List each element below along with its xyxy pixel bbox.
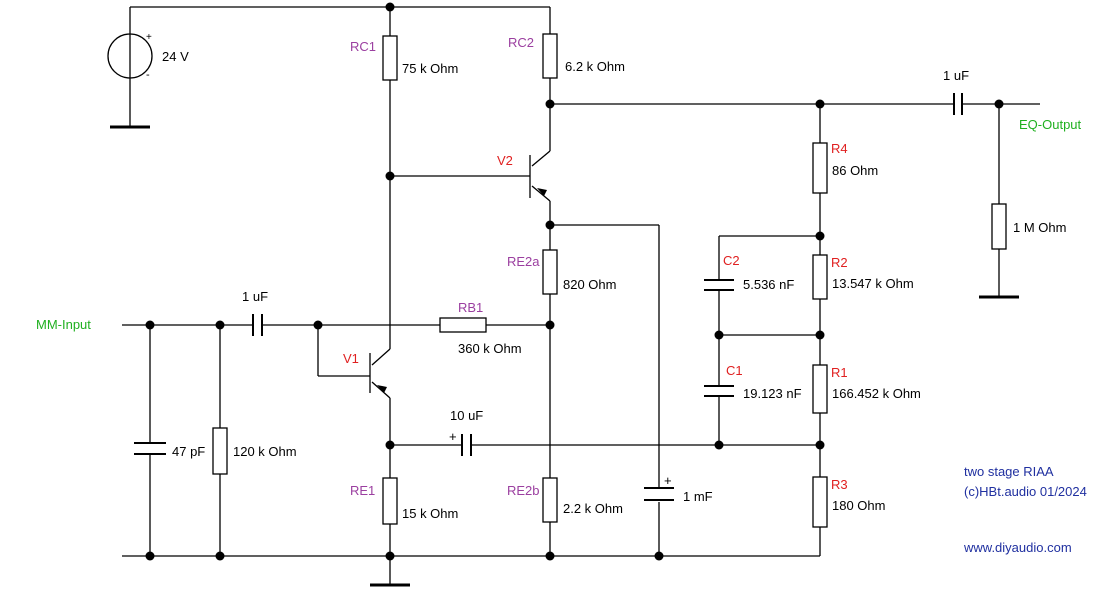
label-v2: V2	[497, 153, 513, 168]
label-r1: R1	[831, 365, 848, 380]
value-re2a: 820 Ohm	[563, 277, 616, 292]
value-rout: 1 M Ohm	[1013, 220, 1066, 235]
value-c1: 19.123 nF	[743, 386, 802, 401]
bypass-cap-plus: +	[664, 473, 672, 488]
resistor-rb1	[439, 317, 487, 333]
value-re1: 15 k Ohm	[402, 506, 458, 521]
value-cin: 1 uF	[242, 289, 268, 304]
capacitor-feedback: +	[449, 429, 472, 456]
note-copyright: (c)HBt.audio 01/2024	[964, 484, 1087, 499]
value-r3: 180 Ohm	[832, 498, 885, 513]
capacitor-c1	[704, 385, 734, 397]
value-cout: 1 uF	[943, 68, 969, 83]
value-re2b: 2.2 k Ohm	[563, 501, 623, 516]
capacitor-c2	[704, 279, 734, 291]
label-c1: C1	[726, 363, 743, 378]
capacitor-input	[252, 314, 263, 336]
label-r3: R3	[831, 477, 848, 492]
resistor-re2b	[542, 477, 558, 523]
resistor-re1	[382, 477, 398, 525]
label-c2: C2	[723, 253, 740, 268]
label-r2: R2	[831, 255, 848, 270]
capacitor-bypass: +	[644, 473, 674, 501]
resistor-r1	[812, 364, 828, 414]
value-cbypass: 1 mF	[683, 489, 713, 504]
capacitor-47pf	[134, 442, 166, 455]
resistor-rc2	[542, 33, 558, 79]
v1-emitter-arrow	[377, 385, 387, 393]
value-r2: 13.547 k Ohm	[832, 276, 914, 291]
value-r4: 86 Ohm	[832, 163, 878, 178]
resistor-r2	[812, 254, 828, 300]
label-rc2: RC2	[508, 35, 534, 50]
label-v1: V1	[343, 351, 359, 366]
source-plus: +	[146, 32, 152, 43]
value-r1: 166.452 k Ohm	[832, 386, 921, 401]
capacitor-output	[953, 93, 963, 115]
value-47pf: 47 pF	[172, 444, 205, 459]
value-cfb: 10 uF	[450, 408, 483, 423]
label-mm-input: MM-Input	[36, 317, 91, 332]
value-rc1: 75 k Ohm	[402, 61, 458, 76]
voltage-source-24v: + - 24 V	[107, 32, 189, 81]
note-site: www.diyaudio.com	[963, 540, 1072, 555]
label-rc1: RC1	[350, 39, 376, 54]
label-re2a: RE2a	[507, 254, 540, 269]
v2-emitter-arrow	[537, 188, 547, 196]
resistor-rin	[212, 427, 228, 475]
source-minus: -	[146, 69, 150, 81]
resistor-r4	[812, 142, 828, 194]
value-rin: 120 k Ohm	[233, 444, 297, 459]
note-title: two stage RIAA	[964, 464, 1054, 479]
wires	[122, 6, 1040, 585]
resistor-r3	[812, 476, 828, 528]
label-rb1: RB1	[458, 300, 483, 315]
resistor-rout	[991, 203, 1007, 250]
source-label: 24 V	[162, 49, 189, 64]
label-re1: RE1	[350, 483, 375, 498]
label-r4: R4	[831, 141, 848, 156]
resistor-rc1	[382, 35, 398, 81]
value-rb1: 360 k Ohm	[458, 341, 522, 356]
resistor-re2a	[542, 249, 558, 295]
value-c2: 5.536 nF	[743, 277, 794, 292]
feedback-cap-plus: +	[449, 429, 457, 444]
label-eq-output: EQ-Output	[1019, 117, 1082, 132]
junctions	[145, 2, 1004, 561]
label-re2b: RE2b	[507, 483, 540, 498]
value-rc2: 6.2 k Ohm	[565, 59, 625, 74]
